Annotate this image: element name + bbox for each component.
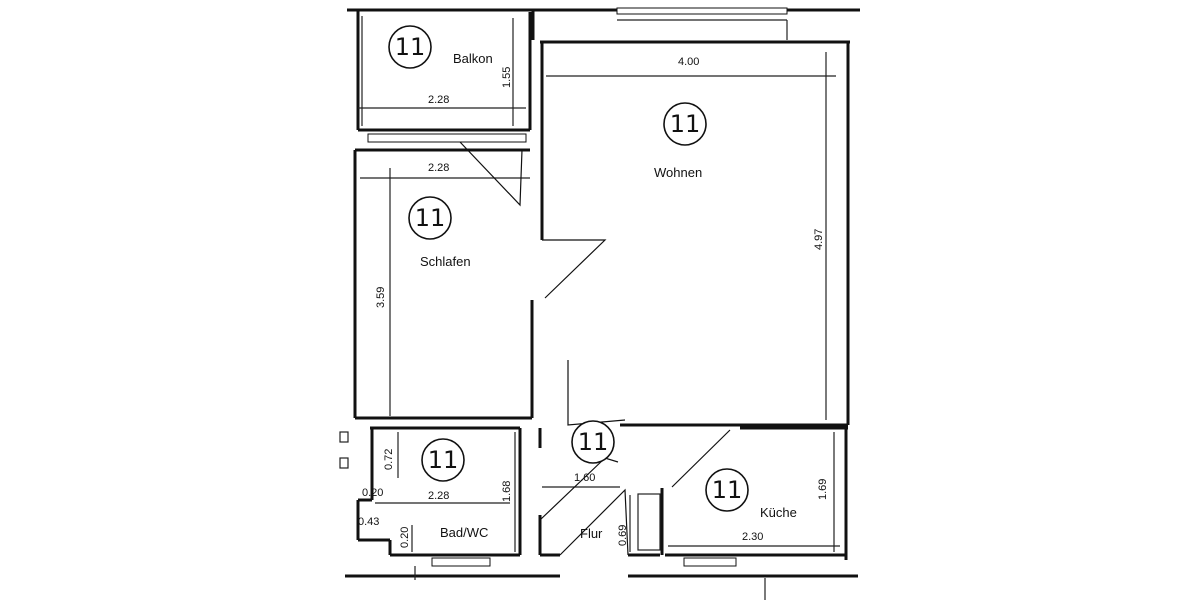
kueche-window xyxy=(683,557,737,567)
wohnen-badge-circle xyxy=(663,102,707,146)
balkon-label: Balkon xyxy=(453,51,493,66)
bottom-exterior-wall xyxy=(345,566,858,600)
flur-label: Flur xyxy=(580,526,603,541)
kueche-depth: 1.69 xyxy=(817,479,829,500)
kueche-door xyxy=(671,429,731,488)
wohnen-door xyxy=(542,239,607,299)
schlafen-width: 2.28 xyxy=(428,162,449,174)
bad-offset-left: 0.43 xyxy=(358,516,379,528)
room-wohnen xyxy=(540,40,850,427)
flur-bad-door xyxy=(539,457,619,521)
flur-badge-circle xyxy=(571,420,615,464)
balkon-badge: 11 xyxy=(395,33,426,61)
bad-width: 2.28 xyxy=(428,490,449,502)
schlafen-balcony-door xyxy=(459,141,523,207)
kueche-label: Küche xyxy=(760,505,797,520)
bad-exterior-mark-2 xyxy=(339,457,349,469)
bad-label: Bad/WC xyxy=(440,525,488,540)
bad-badge-circle xyxy=(421,438,465,482)
wohnen-width: 4.00 xyxy=(678,56,699,68)
flur-badge: 11 xyxy=(578,428,609,456)
flur-cabinet-depth: 0.69 xyxy=(617,525,629,546)
bad-exterior-mark-1 xyxy=(339,431,349,443)
flur-wohnen-door xyxy=(567,360,626,426)
bad-depth: 1.68 xyxy=(501,481,513,502)
bad-window xyxy=(431,557,491,567)
schlafen-label: Schlafen xyxy=(420,254,471,269)
bad-niche-depth: 0.72 xyxy=(383,449,395,470)
wohnen-badge: 11 xyxy=(670,110,701,138)
kueche-badge: 11 xyxy=(712,476,743,504)
schlafen-badge-circle xyxy=(408,196,452,240)
room-kueche xyxy=(660,426,848,567)
balkon-width: 2.28 xyxy=(428,94,449,106)
bad-offset-bottom: 0.20 xyxy=(399,527,411,548)
room-bad xyxy=(339,426,522,567)
entrance-door xyxy=(559,488,629,556)
room-balkon xyxy=(358,12,532,143)
balkon-door-window xyxy=(367,133,527,143)
kueche-width: 2.30 xyxy=(742,531,763,543)
balkon-badge-circle xyxy=(388,25,432,69)
schlafen-badge: 11 xyxy=(415,204,446,232)
schlafen-depth: 3.59 xyxy=(375,287,387,308)
wohnen-label: Wohnen xyxy=(654,165,702,180)
bad-offset-top: 0.20 xyxy=(362,487,383,499)
kueche-badge-circle xyxy=(705,468,749,512)
bad-badge: 11 xyxy=(428,446,459,474)
flur-width: 1.60 xyxy=(574,472,595,484)
wohnen-depth: 4.97 xyxy=(813,229,825,250)
flur-cabinet xyxy=(637,493,661,551)
room-schlafen xyxy=(353,141,607,420)
room-flur xyxy=(538,360,731,557)
top-window xyxy=(616,7,788,15)
balkon-depth: 1.55 xyxy=(501,67,513,88)
top-exterior-wall xyxy=(347,7,860,130)
